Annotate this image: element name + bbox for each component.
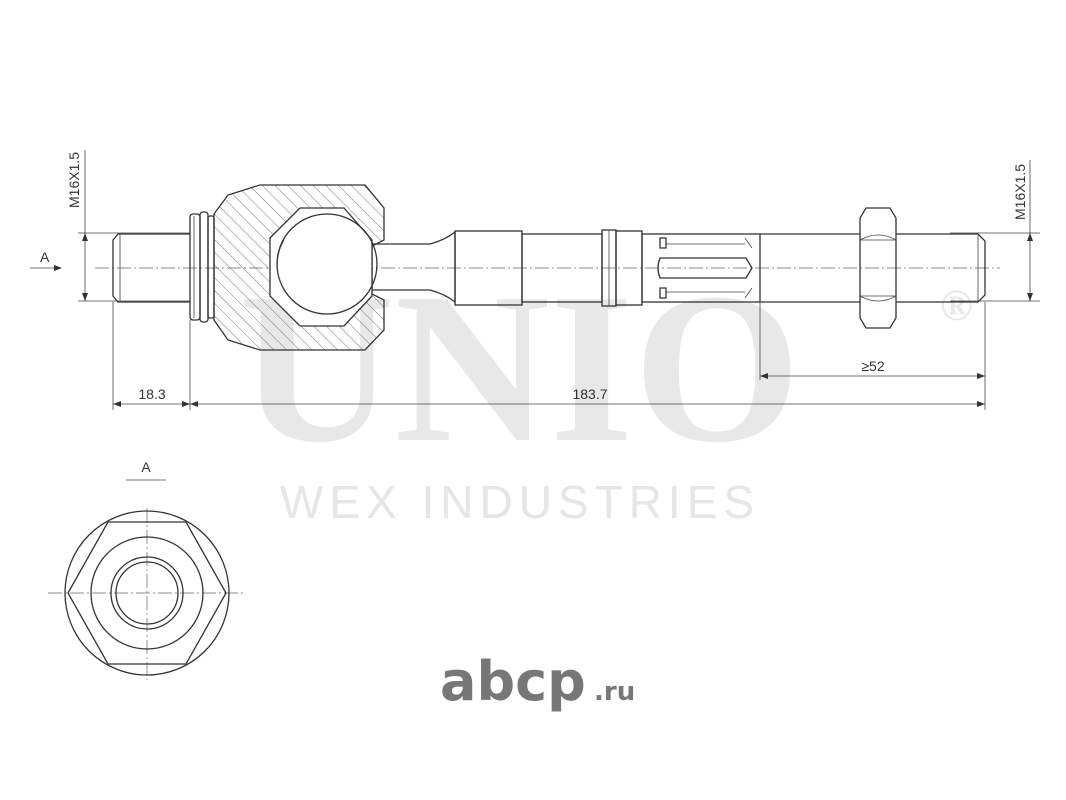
dimension-lines	[82, 233, 1033, 410]
abcp-logo: abcp .ru	[440, 650, 635, 713]
dim-thread-right: M16X1.5	[1012, 164, 1028, 220]
abcp-logo-name: abcp	[440, 650, 586, 713]
collar-rings	[189, 211, 215, 323]
watermark-registered: ®	[940, 281, 973, 330]
hex-nut	[859, 207, 897, 329]
dim-length-total: 183.7	[572, 386, 607, 402]
abcp-logo-suffix: .ru	[594, 677, 635, 707]
left-stud	[112, 233, 190, 303]
thread-extension-lines	[78, 150, 1040, 302]
watermark-tagline: WEX INDUSTRIES	[280, 476, 760, 528]
section-label: A	[141, 459, 151, 475]
inner-shaft	[372, 229, 643, 307]
end-view: A	[48, 459, 245, 680]
view-marker-label: A	[40, 249, 50, 265]
dim-thread-left: M16X1.5	[66, 152, 82, 208]
right-thread	[760, 233, 986, 303]
dim-length-thread: 18.3	[138, 386, 165, 402]
view-marker: A	[30, 249, 62, 271]
dim-length-min-thread: ≥52	[861, 358, 884, 374]
ball-joint-housing	[213, 184, 385, 351]
splined-section	[641, 233, 761, 303]
